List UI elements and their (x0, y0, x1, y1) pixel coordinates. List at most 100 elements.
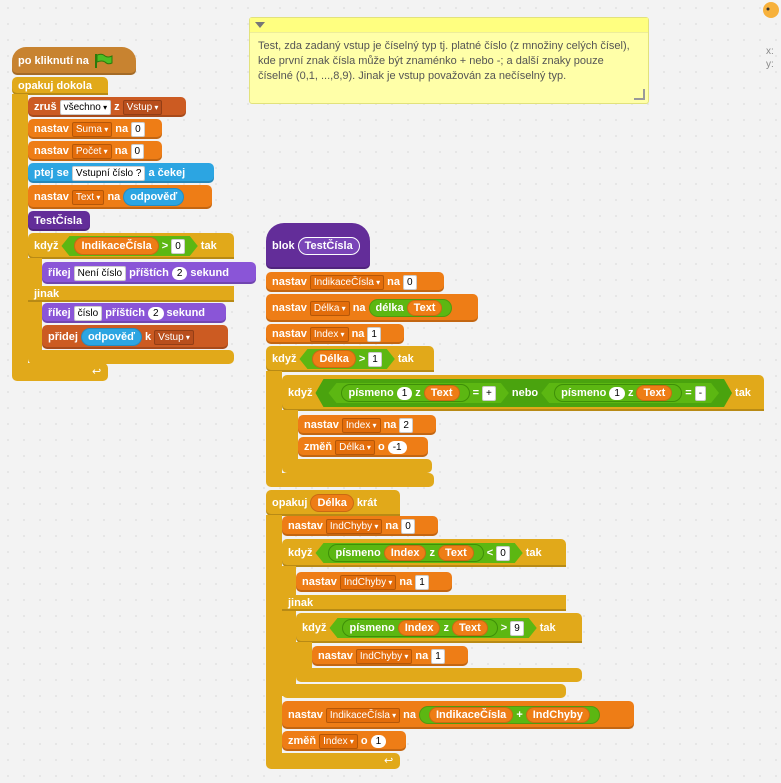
value-input[interactable]: 0 (130, 143, 145, 159)
compare-input[interactable]: 1 (368, 352, 382, 367)
collapse-triangle-icon[interactable] (255, 22, 265, 28)
set-indikace-block[interactable]: nastav IndikaceČísla na 0 (266, 272, 444, 292)
change-index-block[interactable]: změň Index o 1 (282, 731, 406, 751)
text-reporter[interactable]: Text (636, 385, 672, 401)
set-pocet-block[interactable]: nastav Počet na 0 (28, 141, 162, 161)
length-of-reporter[interactable]: délka Text (368, 299, 453, 317)
say-text-input[interactable]: číslo (73, 305, 103, 321)
set-index-block[interactable]: nastav Index na 2 (298, 415, 436, 435)
text-reporter[interactable]: Text (424, 385, 460, 401)
index-reporter[interactable]: Index (398, 620, 441, 636)
delete-item-dropdown[interactable]: všechno (59, 99, 112, 115)
delka-reporter[interactable]: Délka (310, 494, 354, 512)
letter-of-reporter[interactable]: písmeno Index z Text (328, 544, 483, 562)
var-dropdown[interactable]: Index (319, 733, 358, 749)
value-input[interactable]: 0 (131, 121, 145, 137)
var-dropdown[interactable]: Text (71, 189, 105, 205)
question-input[interactable]: Vstupní číslo ? (71, 165, 146, 181)
resize-handle-icon[interactable] (634, 89, 645, 100)
value-input[interactable]: 0 (402, 274, 417, 290)
call-testcisla-block[interactable]: TestČísla (28, 211, 90, 231)
change-delka-block[interactable]: změň Délka o -1 (298, 437, 428, 457)
if-block[interactable]: když písmeno Index z Text > 9 tak (296, 613, 582, 643)
minus-input[interactable]: - (695, 386, 706, 401)
indchyby-reporter[interactable]: IndChyby (525, 707, 590, 723)
if-else-block[interactable]: když IndikaceČísla > 0 tak (28, 233, 234, 259)
compare-input[interactable]: 0 (496, 546, 510, 561)
secs-input[interactable]: 2 (147, 306, 164, 320)
add-to-list-block[interactable]: přidej odpověď k Vstup (42, 325, 228, 349)
answer-reporter[interactable]: odpověď (80, 328, 142, 346)
text-reporter[interactable]: Text (452, 620, 488, 636)
repeat-block[interactable]: opakuj Délka krát (266, 490, 400, 516)
value-input[interactable]: 0 (401, 518, 415, 534)
index-reporter[interactable]: Index (384, 545, 427, 561)
when-flag-clicked-block[interactable]: po kliknutí na (12, 47, 136, 75)
equals-operator[interactable]: písmeno 1 z Text = + (328, 383, 508, 403)
comment-note[interactable]: Test, zda zadaný vstup je číselný typ tj… (249, 17, 649, 104)
answer-reporter[interactable]: odpověď (123, 188, 185, 206)
var-dropdown[interactable]: IndChyby (339, 574, 397, 590)
list-dropdown[interactable]: Vstup (154, 329, 194, 345)
var-dropdown[interactable]: Počet (71, 143, 112, 159)
ask-and-wait-block[interactable]: ptej se Vstupní číslo ? a čekej (28, 163, 214, 183)
greater-than-operator[interactable]: písmeno Index z Text > 9 (329, 618, 536, 638)
say-text-input[interactable]: Není číslo (73, 265, 127, 281)
value-input[interactable]: 1 (367, 326, 381, 342)
greater-than-operator[interactable]: Délka > 1 (299, 349, 394, 369)
if-block[interactable]: když Délka > 1 tak (266, 346, 434, 372)
var-dropdown[interactable]: Index (309, 326, 349, 342)
delka-reporter[interactable]: Délka (312, 350, 355, 368)
delete-list-dropdown[interactable]: Vstup (122, 99, 163, 115)
text-reporter[interactable]: Text (406, 300, 443, 316)
indikace-reporter[interactable]: IndikaceČísla (74, 237, 158, 255)
value-input[interactable]: 1 (431, 648, 445, 664)
comment-header[interactable] (250, 18, 648, 33)
var-dropdown[interactable]: IndikaceČísla (309, 274, 385, 290)
say-for-secs-block[interactable]: říkej Není číslo příštích 2 sekund (42, 262, 256, 284)
letter-of-reporter[interactable]: písmeno 1 z Text (341, 384, 469, 402)
set-indchyby-block[interactable]: nastav IndChyby na 0 (282, 516, 438, 536)
equals-operator[interactable]: písmeno 1 z Text = - (541, 383, 719, 403)
set-indchyby-block[interactable]: nastav IndChyby na 1 (296, 572, 452, 592)
var-dropdown[interactable]: Délka (335, 439, 375, 455)
letter-index-input[interactable]: 1 (609, 387, 625, 400)
plus-input[interactable]: + (482, 386, 496, 401)
set-indchyby-block[interactable]: nastav IndChyby na 1 (312, 646, 468, 666)
less-than-operator[interactable]: písmeno Index z Text < 0 (315, 543, 522, 563)
value-input[interactable]: 1 (370, 734, 387, 748)
set-suma-block[interactable]: nastav Suma na 0 (28, 119, 162, 139)
var-dropdown[interactable]: Délka (309, 300, 350, 316)
define-block[interactable]: blok TestČísla (266, 223, 370, 269)
delete-list-block[interactable]: zruš všechno z Vstup (28, 97, 186, 117)
set-indikace-sum-block[interactable]: nastav IndikaceČísla na IndikaceČísla + … (282, 701, 634, 729)
indikace-reporter[interactable]: IndikaceČísla (428, 707, 514, 723)
var-dropdown[interactable]: Suma (71, 121, 113, 137)
var-dropdown[interactable]: IndChyby (325, 518, 383, 534)
set-delka-block[interactable]: nastav Délka na délka Text (266, 294, 478, 322)
compare-input[interactable]: 0 (171, 239, 185, 254)
forever-block[interactable]: opakuj dokola (12, 77, 108, 95)
block-name-reporter[interactable]: TestČísla (297, 237, 360, 255)
set-index-block[interactable]: nastav Index na 1 (266, 324, 404, 344)
letter-index-input[interactable]: 1 (397, 387, 413, 400)
greater-than-operator[interactable]: IndikaceČísla > 0 (61, 236, 197, 256)
comment-text[interactable]: Test, zda zadaný vstup je číselný typ tj… (258, 40, 630, 82)
text-reporter[interactable]: Text (438, 545, 474, 561)
or-operator[interactable]: písmeno 1 z Text = + nebo písmeno 1 z Te… (315, 379, 732, 407)
var-dropdown[interactable]: IndChyby (355, 648, 413, 664)
compare-input[interactable]: 9 (510, 621, 524, 636)
if-block[interactable]: když písmeno 1 z Text = + nebo písmeno 1… (282, 375, 764, 411)
var-dropdown[interactable]: IndikaceČísla (325, 707, 401, 723)
letter-of-reporter[interactable]: písmeno Index z Text (342, 619, 497, 637)
value-input[interactable]: 2 (399, 417, 413, 433)
letter-of-reporter[interactable]: písmeno 1 z Text (554, 384, 682, 402)
value-input[interactable]: 1 (415, 574, 429, 590)
secs-input[interactable]: 2 (171, 266, 188, 280)
var-dropdown[interactable]: Index (341, 417, 381, 433)
set-text-block[interactable]: nastav Text na odpověď (28, 185, 212, 209)
say-for-secs-block[interactable]: říkej číslo příštích 2 sekund (42, 303, 226, 323)
value-input[interactable]: -1 (387, 440, 407, 454)
plus-operator[interactable]: IndikaceČísla + IndChyby (418, 706, 600, 724)
if-else-block[interactable]: když písmeno Index z Text < 0 tak (282, 539, 566, 567)
